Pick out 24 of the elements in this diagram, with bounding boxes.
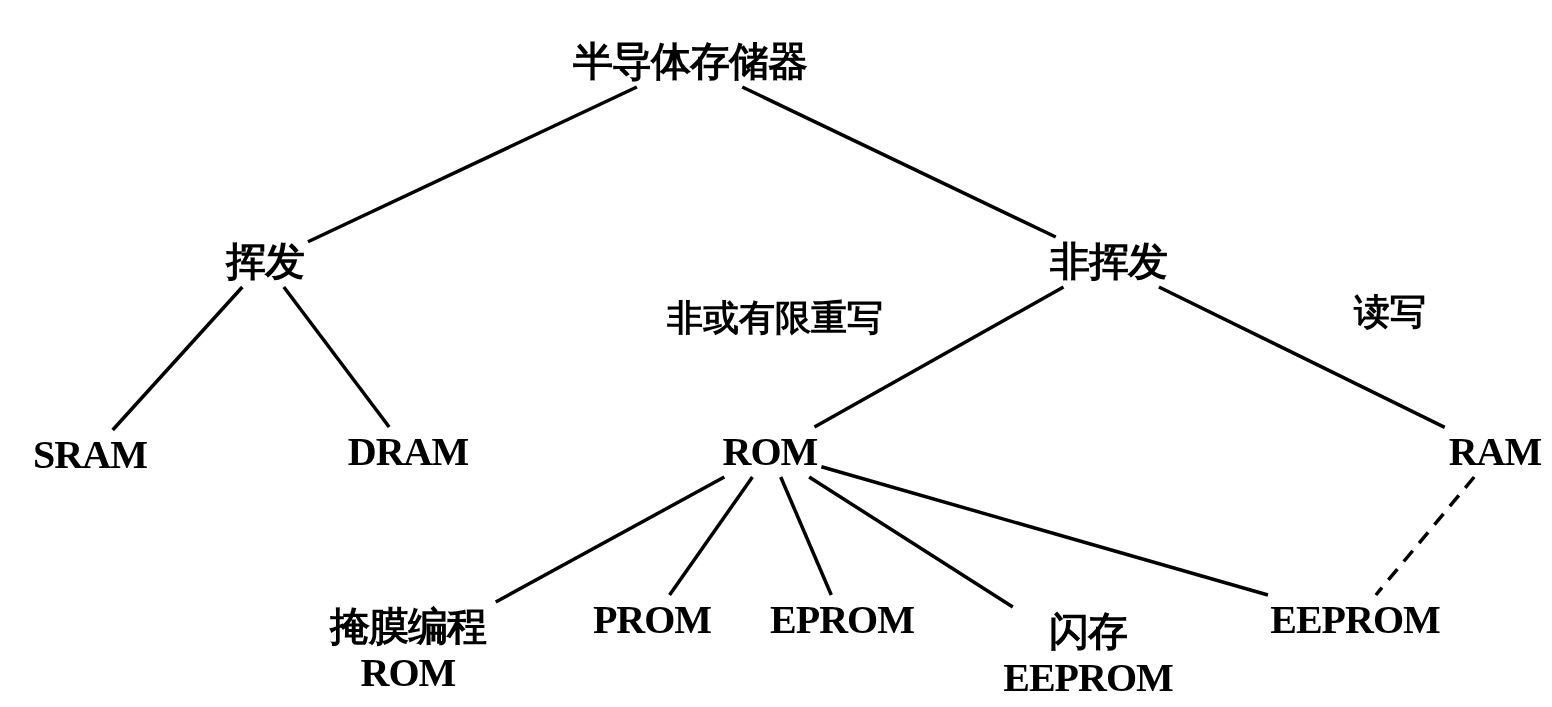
node-label: EPROM <box>770 597 914 643</box>
node-label: 挥发 <box>226 239 304 285</box>
connector <box>808 475 1014 609</box>
node-label: EEPROM <box>1270 597 1440 643</box>
node-label: 闪存 EEPROM <box>978 609 1198 701</box>
connector <box>820 465 1269 597</box>
node-label: PROM <box>592 597 712 643</box>
connector <box>668 476 754 596</box>
node-label: SRAM <box>33 432 147 478</box>
connector <box>741 85 1057 239</box>
connector <box>307 85 638 244</box>
connector <box>813 285 1065 429</box>
node-label: 非挥发 <box>1049 239 1167 285</box>
node-label: DRAM <box>347 429 469 475</box>
node-label: ROM <box>722 429 818 475</box>
connector <box>1158 285 1446 429</box>
connector <box>494 475 726 604</box>
connector <box>779 476 833 596</box>
node-label: 半导体存储器 <box>573 39 807 85</box>
connector <box>111 285 244 432</box>
connector <box>282 285 391 429</box>
node-label: RAM <box>1448 429 1542 475</box>
dashed-connector <box>1374 475 1476 597</box>
node-label: 掩膜编程 ROM <box>308 604 508 696</box>
